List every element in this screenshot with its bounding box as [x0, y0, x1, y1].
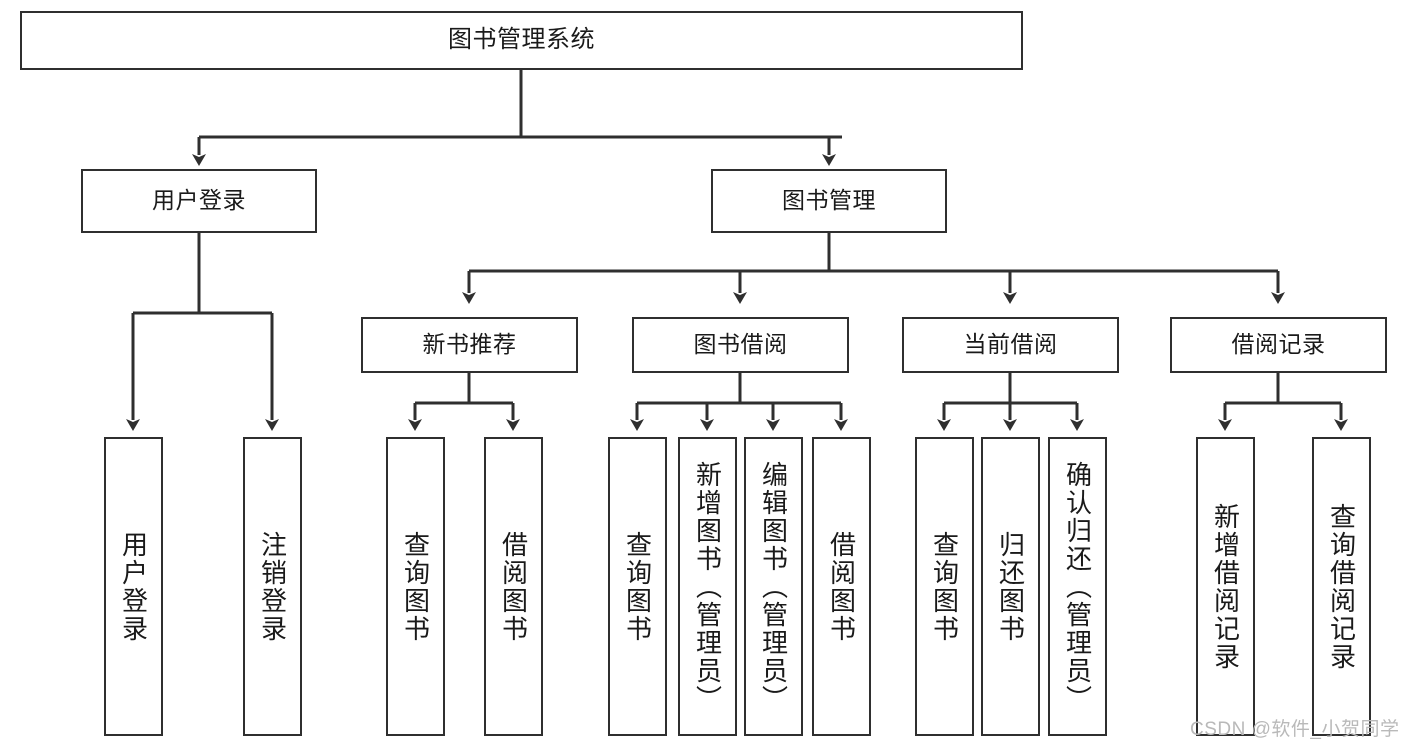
node-leaf-query-book-3[interactable]: 查询图书 — [915, 437, 974, 736]
node-book-management-system[interactable]: 图书管理系统 — [20, 11, 1023, 70]
node-leaf-logout-login[interactable]: 注销登录 — [243, 437, 302, 736]
node-book-borrow[interactable]: 图书借阅 — [632, 317, 849, 373]
node-leaf-borrow-book-2[interactable]: 借阅图书 — [812, 437, 871, 736]
node-label: 新增图书（管理员） — [692, 460, 723, 713]
csdn-watermark: CSDN @软件_小贺同学 — [1190, 719, 1400, 740]
node-label: 图书管理系统 — [448, 26, 595, 54]
node-leaf-add-book[interactable]: 新增图书（管理员） — [678, 437, 737, 736]
node-label: 新增借阅记录 — [1210, 502, 1241, 671]
node-leaf-edit-book[interactable]: 编辑图书（管理员） — [744, 437, 803, 736]
node-borrow-record[interactable]: 借阅记录 — [1170, 317, 1387, 373]
node-label: 确认归还（管理员） — [1062, 460, 1093, 713]
node-current-borrow[interactable]: 当前借阅 — [902, 317, 1119, 373]
node-label: 编辑图书（管理员） — [758, 460, 789, 713]
node-label: 新书推荐 — [422, 331, 517, 358]
node-leaf-return-book[interactable]: 归还图书 — [981, 437, 1040, 736]
node-label: 归还图书 — [995, 530, 1026, 643]
node-label: 查询图书 — [622, 530, 653, 643]
node-leaf-query-book-1[interactable]: 查询图书 — [386, 437, 445, 736]
node-leaf-borrow-book-1[interactable]: 借阅图书 — [484, 437, 543, 736]
node-label: 用户登录 — [118, 530, 149, 643]
node-leaf-confirm-return[interactable]: 确认归还（管理员） — [1048, 437, 1107, 736]
node-user-login[interactable]: 用户登录 — [81, 169, 317, 233]
node-label: 当前借阅 — [963, 331, 1058, 358]
node-label: 借阅图书 — [498, 530, 529, 643]
node-label: 查询图书 — [929, 530, 960, 643]
node-label: 图书管理 — [782, 187, 876, 214]
node-book-manage[interactable]: 图书管理 — [711, 169, 947, 233]
node-label: 注销登录 — [257, 530, 288, 643]
node-leaf-query-book-2[interactable]: 查询图书 — [608, 437, 667, 736]
node-new-book-recommend[interactable]: 新书推荐 — [361, 317, 578, 373]
node-label: 图书借阅 — [693, 331, 788, 358]
node-leaf-add-record[interactable]: 新增借阅记录 — [1196, 437, 1255, 736]
node-label: 查询图书 — [400, 530, 431, 643]
node-leaf-query-record[interactable]: 查询借阅记录 — [1312, 437, 1371, 736]
node-label: 用户登录 — [152, 187, 246, 214]
node-label: 借阅图书 — [826, 530, 857, 643]
node-label: 查询借阅记录 — [1326, 502, 1357, 671]
node-label: 借阅记录 — [1231, 331, 1326, 358]
node-leaf-user-login[interactable]: 用户登录 — [104, 437, 163, 736]
